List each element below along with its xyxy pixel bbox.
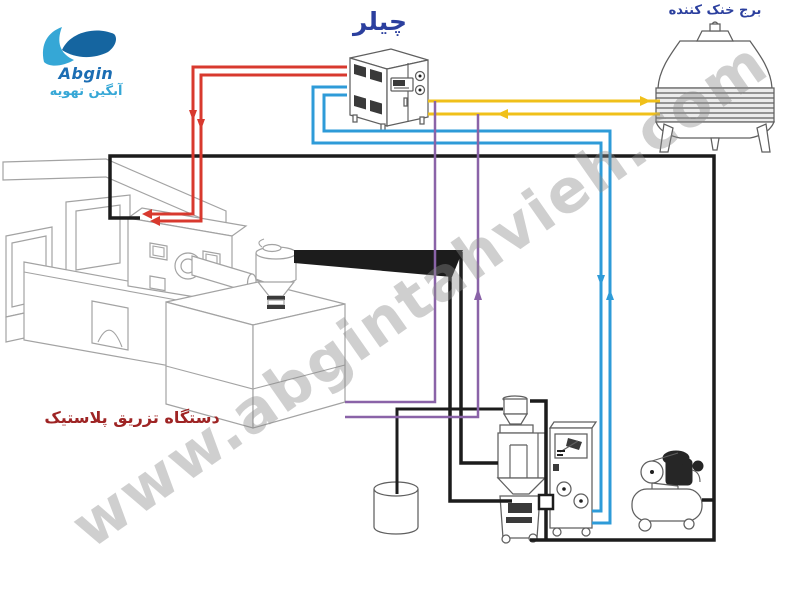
chiller-unit <box>349 48 429 132</box>
injection-machine-label: دستگاه تزریق پلاستیک <box>44 408 220 427</box>
flow-arrow-red-left <box>150 216 160 226</box>
cooling-tower <box>655 21 775 153</box>
hopper-dryer <box>496 395 547 544</box>
plant-room-outline <box>108 154 716 542</box>
logo-brand-text: Abgin <box>58 64 114 83</box>
cooling-tower-label: برج خنک کننده <box>668 3 762 18</box>
chilled-water-supply-return-pipes-red <box>142 65 347 226</box>
chilled-water-pipes-blue <box>311 85 614 525</box>
flow-arrow-red-left <box>142 209 152 219</box>
flow-arrow-red-down <box>197 119 205 130</box>
company-logo: Abgin آبگین تهویه <box>30 12 140 108</box>
mold-cooling-pipes-purple <box>345 101 482 419</box>
dryer-control-cabinet <box>548 421 598 537</box>
material-duct <box>294 250 463 277</box>
bucket-suction-line <box>395 407 503 494</box>
flow-arrow-yellow-right <box>640 96 651 106</box>
logo-subtitle-text: آبگین تهویه <box>49 84 123 99</box>
air-compressor <box>631 450 704 532</box>
chiller-label: چیلر <box>353 7 407 36</box>
flow-arrow-yellow-left <box>497 109 508 119</box>
flow-arrow-purple-up <box>474 288 482 300</box>
flow-arrow-blue-down <box>597 275 605 286</box>
vacuum-receiver <box>503 398 528 415</box>
hopper-loader <box>255 238 297 309</box>
vacuum-junction-box <box>537 493 555 511</box>
injection-molding-machine-drawing <box>2 158 346 429</box>
material-conveying-pipes-black <box>108 154 716 542</box>
logo-wave-icon <box>42 27 116 66</box>
cooling-tower-water-pipes-yellow <box>428 96 660 119</box>
flow-arrow-blue-up <box>606 289 614 300</box>
flow-arrow-red-down <box>189 110 197 121</box>
